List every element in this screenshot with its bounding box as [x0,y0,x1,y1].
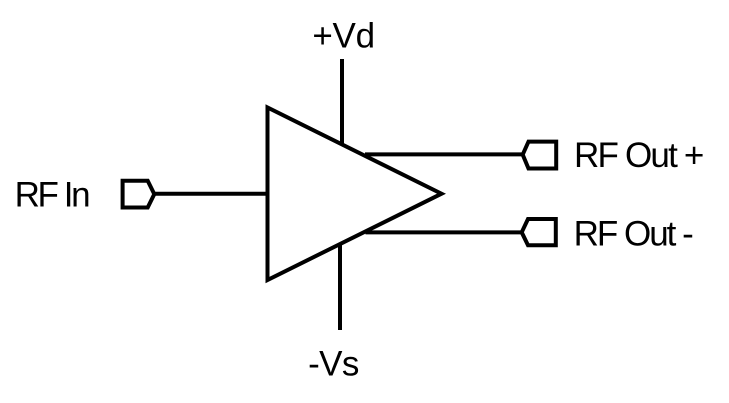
svg-text:-Vs: -Vs [308,344,359,383]
svg-text:RF In: RF In [15,175,90,214]
svg-text:RF Out -: RF Out - [574,214,694,253]
svg-text:+Vd: +Vd [312,17,374,56]
svg-text:RF Out +: RF Out + [574,136,703,175]
